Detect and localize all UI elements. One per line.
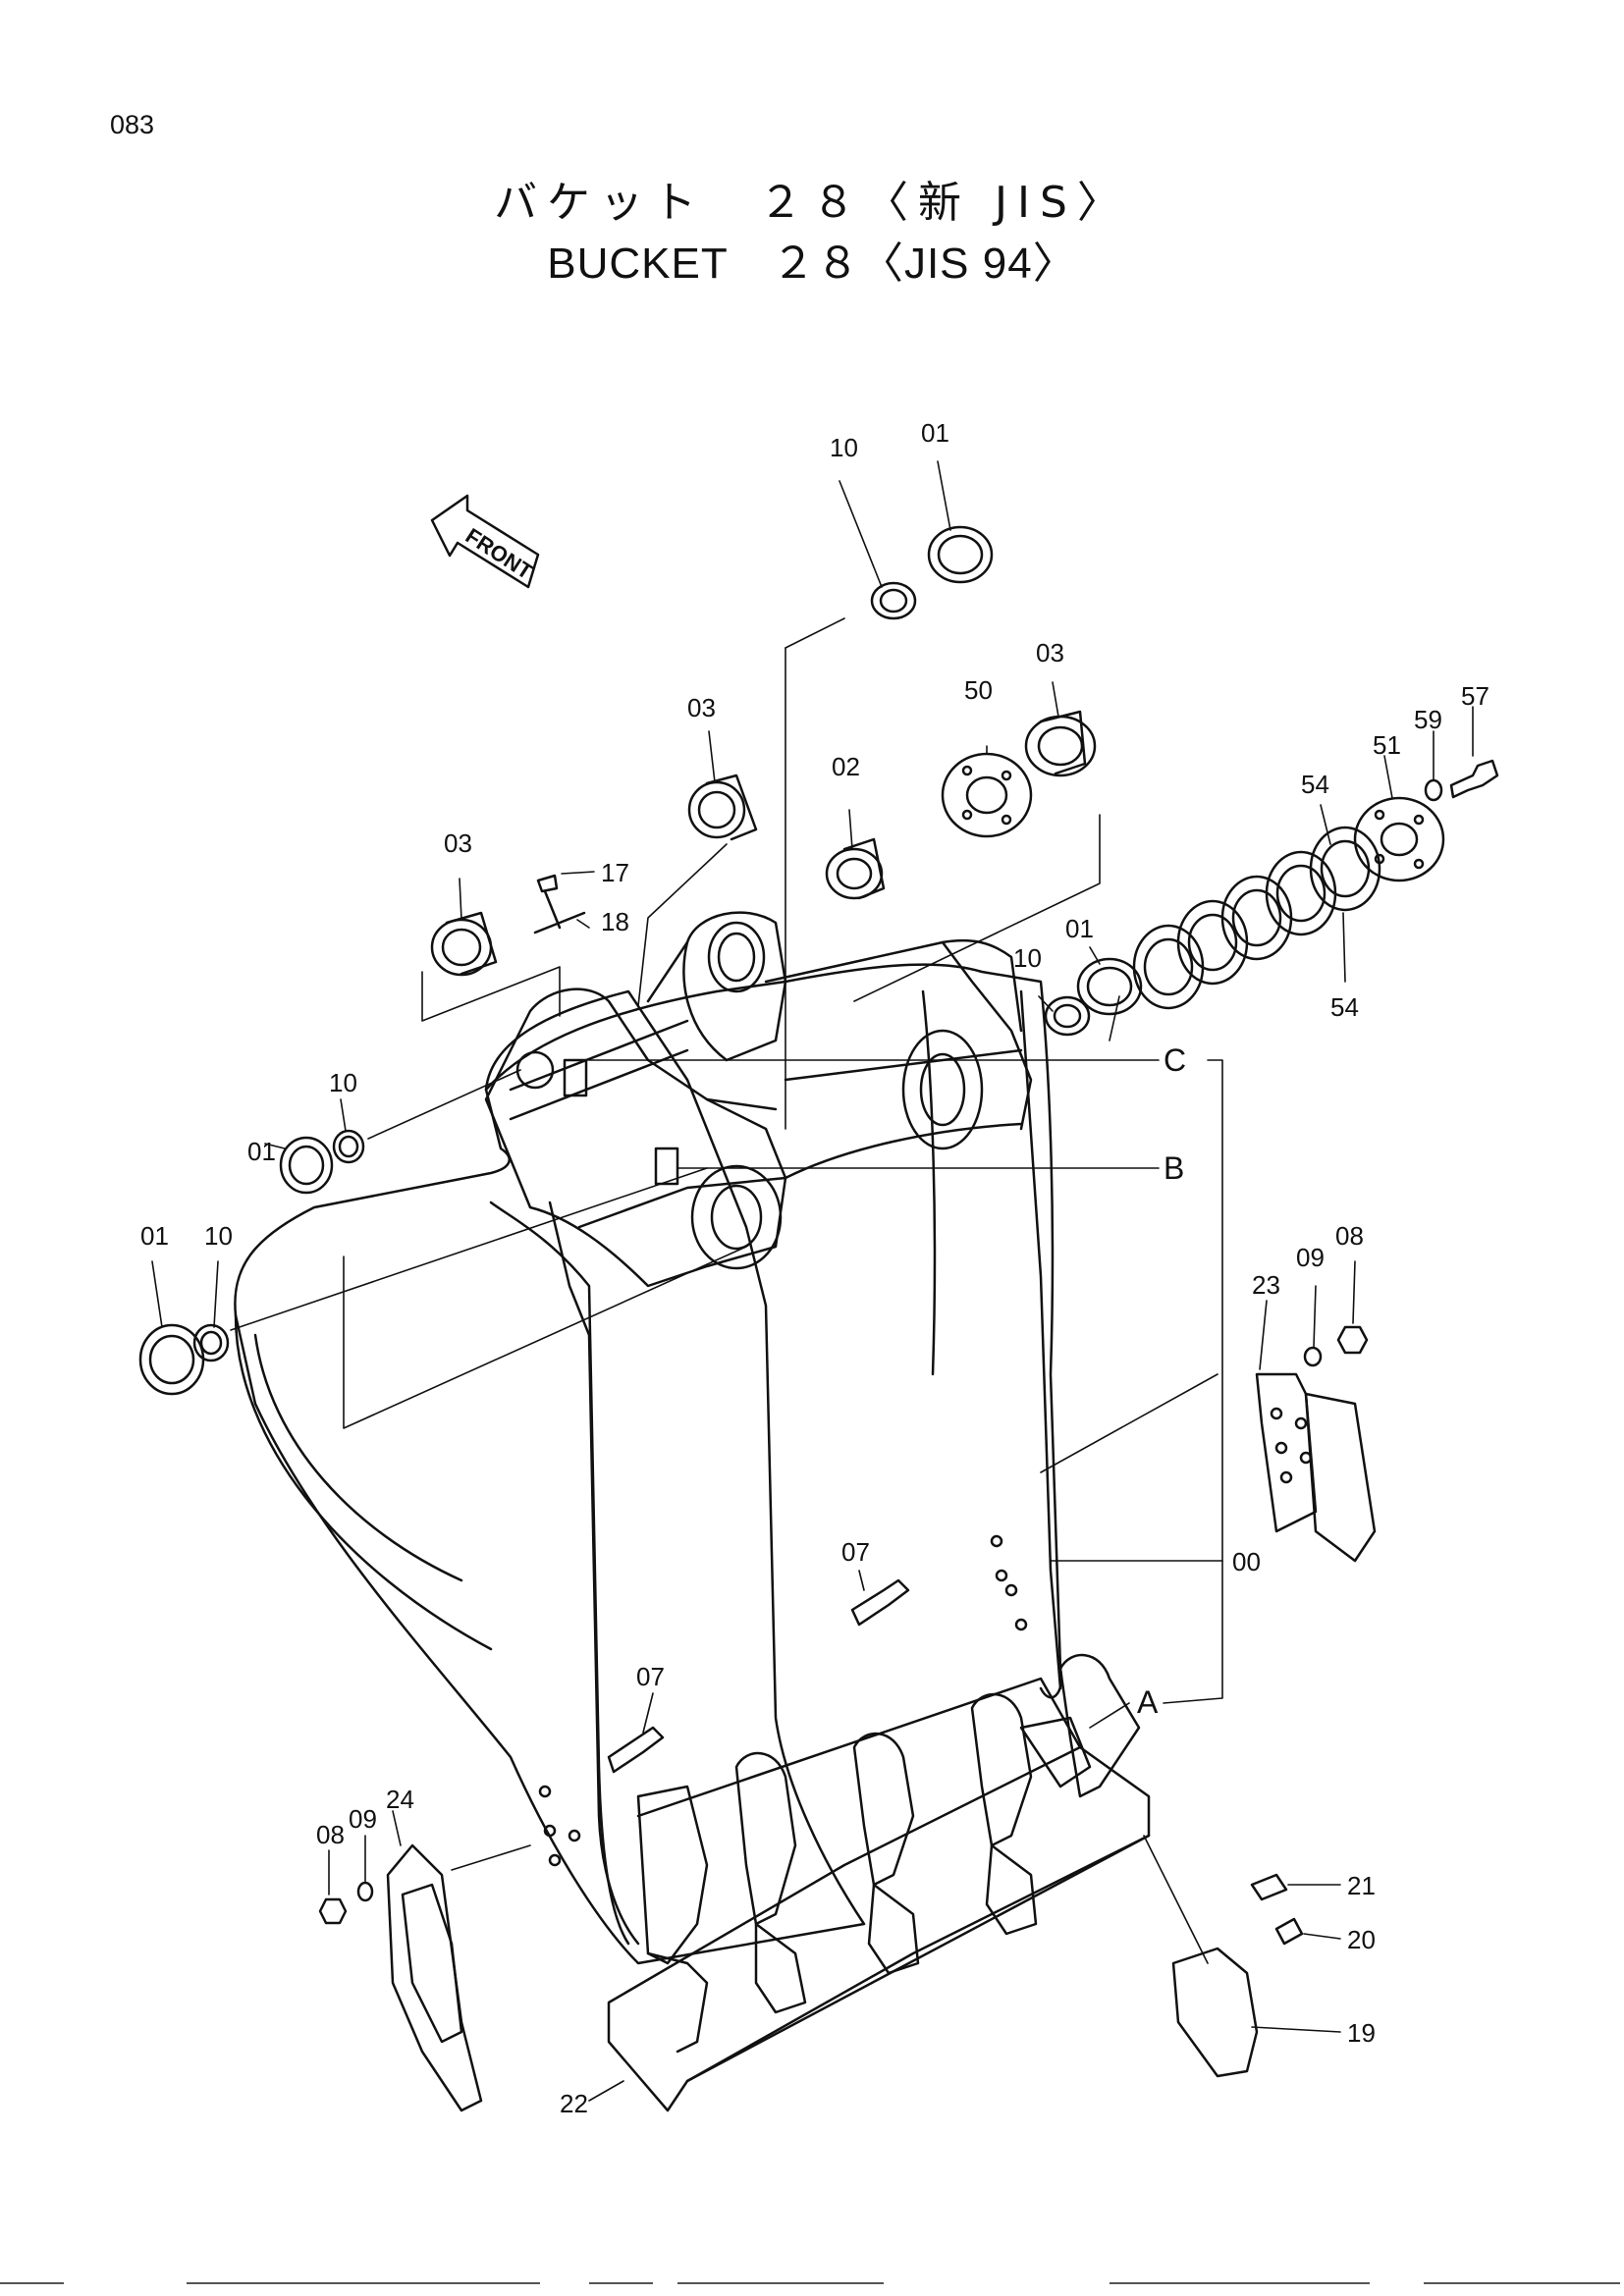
callout-02: 02	[832, 752, 860, 781]
callout-54: 54	[1301, 770, 1329, 799]
footer-rule	[1110, 2282, 1370, 2284]
title-english: BUCKET ２８〈JIS 94〉	[547, 240, 1077, 288]
callout-03: 03	[687, 693, 716, 722]
callout-09: 09	[1296, 1243, 1325, 1272]
callout-10: 10	[204, 1221, 233, 1251]
title-japanese: バケット ２８〈新 JIS〉	[494, 178, 1130, 228]
callout-22: 22	[560, 2089, 588, 2118]
page-number: 083	[110, 110, 155, 139]
callout-01: 01	[140, 1221, 169, 1251]
footer-rule	[0, 2282, 64, 2284]
callout-10: 10	[329, 1068, 357, 1097]
leader-lines	[151, 460, 1474, 2102]
callout-07: 07	[841, 1537, 870, 1567]
callout-09: 09	[349, 1804, 377, 1834]
callout-01: 01	[1065, 914, 1094, 943]
callout-C: C	[1164, 1042, 1186, 1078]
callout-01: 01	[921, 418, 949, 448]
front-arrow-icon: FRONT	[430, 494, 540, 589]
side-protectors	[318, 1325, 1377, 2112]
callout-labels: 10 01 03 50 03 59 57 51 54 54 02 03 17 1…	[140, 418, 1489, 2118]
callout-59: 59	[1414, 705, 1442, 734]
callout-19: 19	[1347, 2018, 1376, 2048]
callout-B: B	[1164, 1150, 1184, 1186]
front-label: FRONT	[461, 523, 538, 585]
footer-rule	[677, 2282, 884, 2284]
footer-rule	[187, 2282, 540, 2284]
callout-24: 24	[386, 1785, 414, 1814]
callout-03: 03	[444, 828, 472, 858]
callout-10: 10	[830, 433, 858, 462]
callout-01: 01	[247, 1137, 276, 1166]
footer-rule	[589, 2282, 653, 2284]
callout-00: 00	[1232, 1547, 1261, 1576]
callout-51: 51	[1373, 730, 1401, 760]
callout-18: 18	[601, 907, 629, 936]
callout-A: A	[1137, 1684, 1159, 1720]
callout-03: 03	[1036, 638, 1064, 667]
callout-50: 50	[964, 675, 993, 705]
callout-54: 54	[1330, 992, 1359, 1022]
callout-23: 23	[1252, 1270, 1280, 1300]
pin-bushings	[138, 525, 1499, 1396]
callout-57: 57	[1461, 681, 1489, 711]
callout-07: 07	[636, 1662, 665, 1691]
callout-21: 21	[1347, 1871, 1376, 1900]
bucket-teeth	[636, 1653, 1141, 2054]
callout-08: 08	[1335, 1221, 1364, 1251]
callout-17: 17	[601, 858, 629, 887]
callout-20: 20	[1347, 1925, 1376, 1954]
callout-10: 10	[1013, 943, 1042, 973]
callout-08: 08	[316, 1820, 345, 1849]
bucket-body	[234, 911, 1151, 2112]
footer-rule	[1424, 2282, 1620, 2284]
